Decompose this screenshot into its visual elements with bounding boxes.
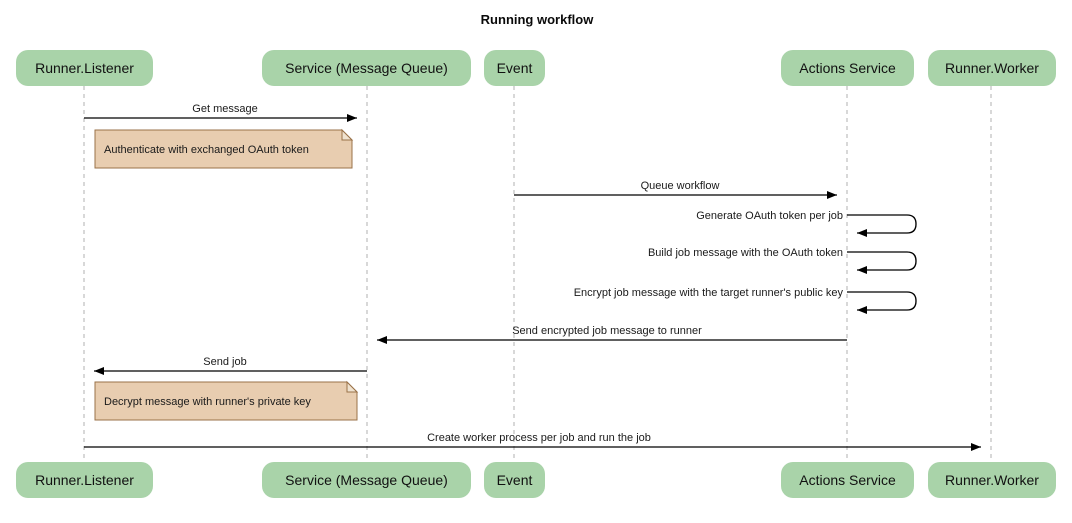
- note-label: Decrypt message with runner's private ke…: [104, 396, 311, 408]
- participant-box: [16, 50, 153, 86]
- participant-event-bottom[interactable]: Event: [484, 462, 545, 498]
- message-label: Send job: [203, 356, 246, 368]
- self-loop-path: [847, 251, 917, 274]
- note-authenticate-note: Authenticate with exchanged OAuth token: [94, 128, 354, 169]
- participant-label: Actions Service: [799, 472, 896, 488]
- message-build-job-message-with-the-oauth-token[interactable]: Build job message with the OAuth token: [648, 247, 917, 274]
- participant-label: Runner.Worker: [945, 472, 1039, 488]
- participant-box: [781, 462, 914, 498]
- participant-label: Actions Service: [799, 60, 896, 76]
- participant-box: [16, 462, 153, 498]
- participant-box: [928, 50, 1056, 86]
- participant-label: Runner.Listener: [35, 472, 134, 488]
- note-decrypt-note: Decrypt message with runner's private ke…: [94, 380, 359, 421]
- note-label: Authenticate with exchanged OAuth token: [104, 144, 309, 156]
- participant-box: [484, 462, 545, 498]
- message-label: Queue workflow: [641, 180, 720, 192]
- message-label: Get message: [192, 103, 257, 115]
- participant-box: [484, 50, 545, 86]
- participant-runner-worker-bottom[interactable]: Runner.Worker: [928, 462, 1056, 498]
- participant-label: Service (Message Queue): [285, 472, 448, 488]
- note-body: [94, 129, 353, 169]
- self-loop-path: [847, 214, 917, 237]
- message-label: Encrypt job message with the target runn…: [574, 287, 844, 299]
- participant-runner-listener-top[interactable]: Runner.Listener: [16, 50, 153, 86]
- message-label: Create worker process per job and run th…: [427, 432, 651, 444]
- participant-box: [262, 462, 471, 498]
- message-send-encrypted-job-message-to-runner[interactable]: Send encrypted job message to runner: [377, 325, 847, 344]
- participant-event-top[interactable]: Event: [484, 50, 545, 86]
- participant-box: [781, 50, 914, 86]
- participant-service-message-queue-bottom[interactable]: Service (Message Queue): [262, 462, 471, 498]
- diagram-title: Running workflow: [481, 12, 595, 27]
- message-generate-oauth-token-per-job[interactable]: Generate OAuth token per job: [696, 210, 917, 237]
- participant-label: Runner.Worker: [945, 60, 1039, 76]
- note-fold-corner-icon: [346, 380, 359, 393]
- message-queue-workflow[interactable]: Queue workflow: [514, 180, 837, 199]
- message-label: Send encrypted job message to runner: [512, 325, 702, 337]
- participant-label: Event: [497, 60, 533, 76]
- message-encrypt-job-message-with-the-target-runners-public-key[interactable]: Encrypt job message with the target runn…: [574, 287, 917, 314]
- self-loop-path: [847, 291, 917, 314]
- participant-label: Runner.Listener: [35, 60, 134, 76]
- participant-label: Service (Message Queue): [285, 60, 448, 76]
- participant-label: Event: [497, 472, 533, 488]
- participant-service-message-queue-top[interactable]: Service (Message Queue): [262, 50, 471, 86]
- participant-box: [928, 462, 1056, 498]
- message-label: Generate OAuth token per job: [696, 210, 843, 222]
- participant-runner-worker-top[interactable]: Runner.Worker: [928, 50, 1056, 86]
- participant-box: [262, 50, 471, 86]
- notes-group: Authenticate with exchanged OAuth tokenD…: [94, 128, 359, 421]
- participant-actions-service-bottom[interactable]: Actions Service: [781, 462, 914, 498]
- message-get-message[interactable]: Get message: [84, 103, 357, 122]
- participant-actions-service-top[interactable]: Actions Service: [781, 50, 914, 86]
- note-fold-corner-icon: [341, 128, 354, 141]
- lifelines-group: [83, 86, 992, 462]
- note-body: [94, 381, 358, 421]
- message-create-worker-process-per-job-and-run-the-job[interactable]: Create worker process per job and run th…: [84, 432, 981, 451]
- message-send-job[interactable]: Send job: [94, 356, 367, 375]
- participant-runner-listener-bottom[interactable]: Runner.Listener: [16, 462, 153, 498]
- message-label: Build job message with the OAuth token: [648, 247, 843, 259]
